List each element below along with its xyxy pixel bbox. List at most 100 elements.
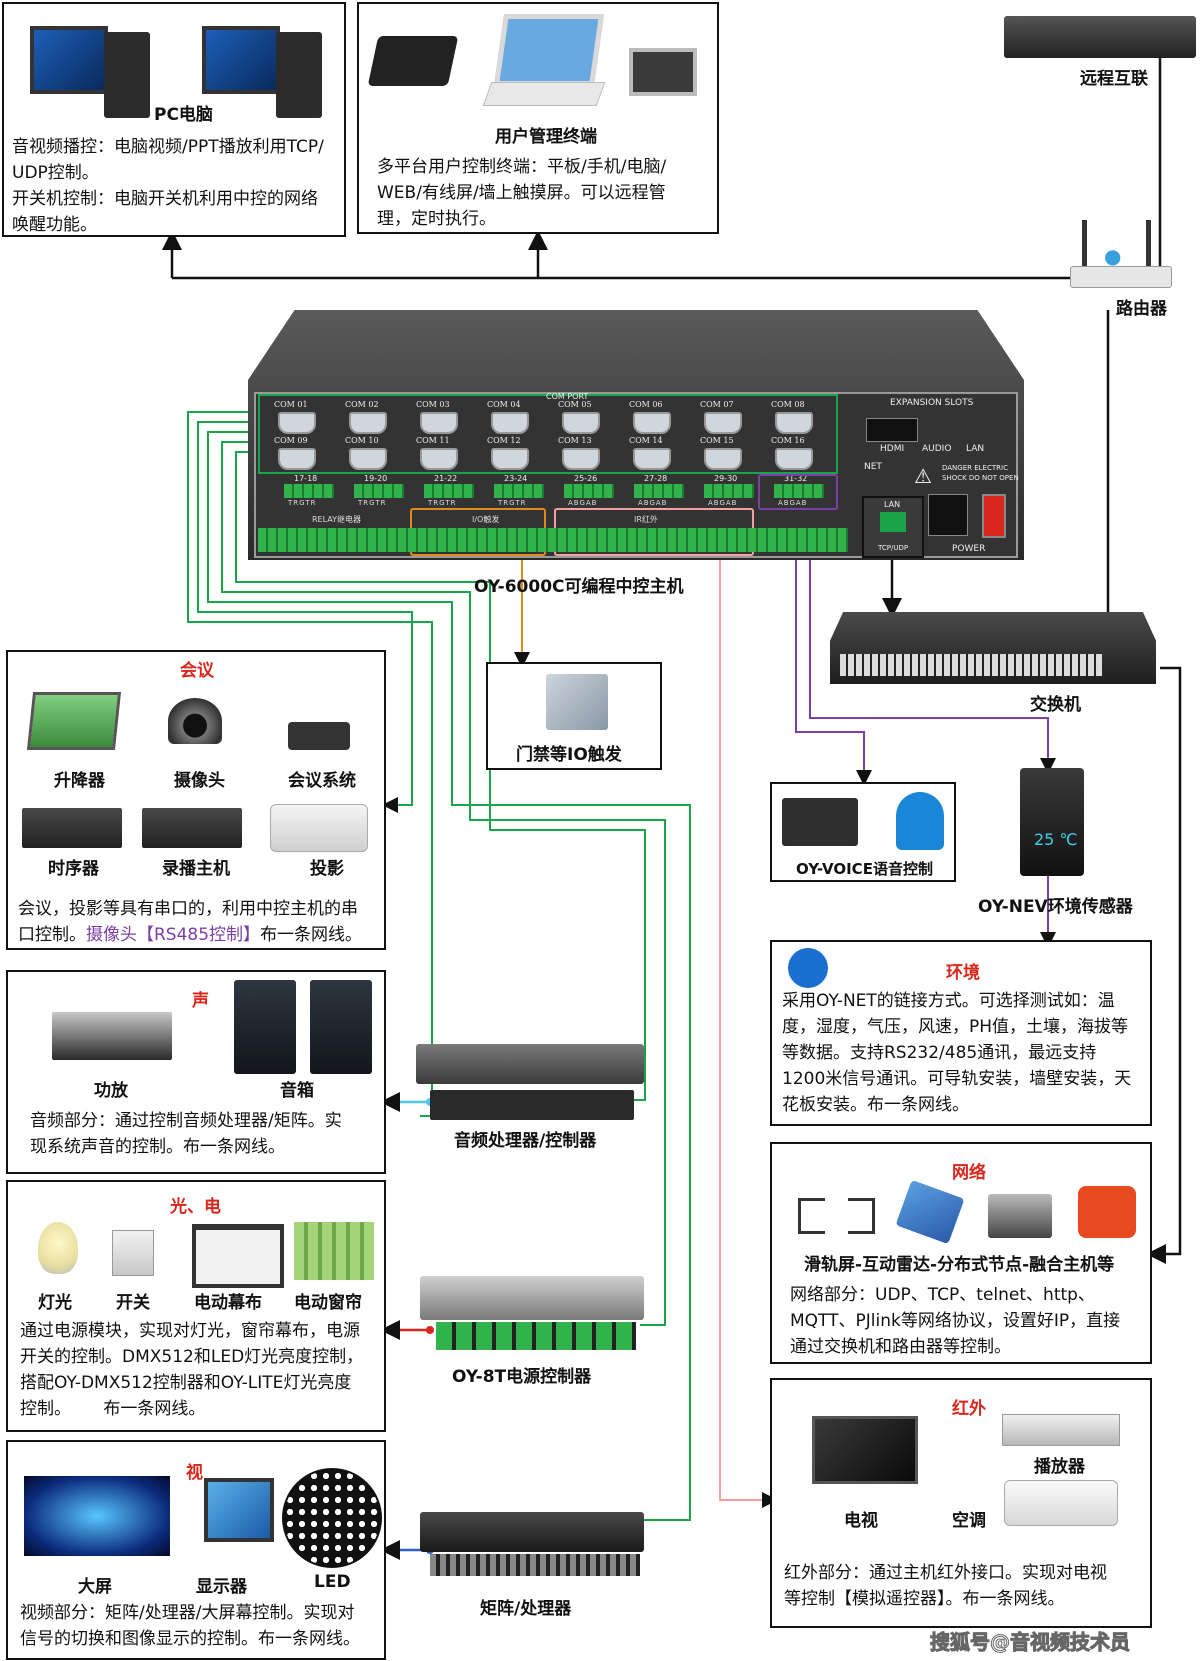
watermark: 搜狐号@音视频技术员 xyxy=(930,1630,1131,1655)
com-port-12: COM 12 xyxy=(475,436,541,470)
db9-port-icon xyxy=(562,412,600,434)
audio-processor-back-icon xyxy=(430,1090,634,1120)
com-port-label: COM 08 xyxy=(771,400,805,409)
light-item-screen: 电动幕布 xyxy=(194,1293,262,1313)
light-desc-line-2: 开关的控制。DMX512和LED灯光亮度控制， xyxy=(20,1347,364,1367)
terminal-block-icon xyxy=(774,484,824,498)
terminal-block-icon xyxy=(424,484,474,498)
env-desc-line-1: 采用OY-NET的链接方式。可选择测试如：温 xyxy=(782,991,1115,1011)
ir-label: IR红外 xyxy=(634,515,658,524)
meeting-desc-line-2: 口控制。摄像头【RS485控制】布一条网线。 xyxy=(18,922,362,948)
pc-desc-line-4: 唤醒功能。 xyxy=(12,215,97,235)
pc-desc-line-1: 音视频播控：电脑视频/PPT播放利用TCP/ xyxy=(12,137,324,157)
db9-port-icon xyxy=(420,448,458,470)
audio-processor-icon xyxy=(416,1044,644,1084)
danger-label: DANGER ELECTRIC xyxy=(942,464,1008,472)
matrix-back-icon xyxy=(430,1554,640,1576)
ir-item-aircon: 空调 xyxy=(952,1511,986,1531)
db9-port-icon xyxy=(562,448,600,470)
danger-label-2: SHOCK DO NOT OPEN xyxy=(942,474,1019,482)
com-port-4: COM 04 xyxy=(475,400,541,434)
com-port-2: COM 02 xyxy=(333,400,399,434)
door-label: 门禁等IO触发 xyxy=(516,745,622,765)
audio-processor-label: 音频处理器/控制器 xyxy=(454,1131,597,1151)
terminal-group-label: 23-24 xyxy=(504,474,528,483)
sound-item-speaker: 音箱 xyxy=(280,1081,314,1101)
player-icon xyxy=(1002,1414,1120,1446)
terminal-block-icon xyxy=(634,484,684,498)
meeting-item-recorder: 录播主机 xyxy=(162,859,230,879)
terminal-sub-label: ABGAB xyxy=(568,499,598,507)
lan-port-label: LAN xyxy=(884,500,901,509)
hdmi-label: HDMI xyxy=(880,444,905,454)
db9-port-icon xyxy=(278,412,316,434)
pc-panel: PC电脑 音视频播控：电脑视频/PPT播放利用TCP/ UDP控制。 开关机控制… xyxy=(2,2,346,237)
sound-desc-line-2: 现系统声音的控制。布一条网线。 xyxy=(30,1137,285,1157)
projector-icon xyxy=(270,804,368,852)
router-antenna-icon xyxy=(1082,220,1087,276)
power-controller-icon xyxy=(420,1276,644,1320)
power-switch-icon xyxy=(982,494,1006,538)
com-port-1: COM 01 xyxy=(262,400,328,434)
user-terminal-title: 用户管理终端 xyxy=(495,127,597,147)
db9-port-icon xyxy=(349,448,387,470)
rs485-region xyxy=(758,474,838,510)
env-panel: 环境 采用OY-NET的链接方式。可选择测试如：温 度，湿度，气压，风速，PH值… xyxy=(770,940,1152,1126)
pc-monitor-icon-2 xyxy=(202,26,280,94)
meeting-item-lifter: 升降器 xyxy=(54,771,105,791)
meeting-desc-camera-note: 摄像头【RS485控制】 xyxy=(86,925,261,945)
pc-desc-line-3: 开关机控制：电脑开关机利用中控的网络 xyxy=(12,189,318,209)
user-terminal-line-3: 理，定时执行。 xyxy=(377,209,496,229)
network-subtitle: 滑轨屏-互动雷达-分布式节点-融合主机等 xyxy=(804,1255,1115,1275)
laptop-base-icon xyxy=(482,82,606,106)
sound-desc-line-1: 音频部分：通过控制音频处理器/矩阵。实 xyxy=(30,1111,342,1131)
light-desc-line-1: 通过电源模块，实现对灯光，窗帘幕布，电源 xyxy=(20,1321,360,1341)
power-label: POWER xyxy=(952,544,986,554)
terminal-sub-label: TRGTR xyxy=(498,499,527,507)
ir-title: 红外 xyxy=(952,1399,986,1419)
terminal-group-label: 17-18 xyxy=(294,474,318,483)
led-panel-icon xyxy=(282,1468,382,1568)
com-port-label: COM 13 xyxy=(558,436,592,445)
voice-panel: OY-VOICE语音控制 xyxy=(770,782,956,882)
user-terminal-line-1: 多平台用户控制终端：平板/手机/电脑/ xyxy=(377,157,667,177)
remote-label: 远程互联 xyxy=(1080,69,1148,89)
light-item-switch: 开关 xyxy=(116,1293,150,1313)
meeting-item-conference: 会议系统 xyxy=(288,771,356,791)
terminal-sub-label: ABGAB xyxy=(708,499,738,507)
video-panel: 视 大屏 显示器 LED 视频部分：矩阵/处理器/大屏幕控制。实现对 信号的切换… xyxy=(6,1440,386,1660)
db9-port-icon xyxy=(775,412,813,434)
tcpudp-label: TCP/UDP xyxy=(878,544,909,552)
monitor-icon xyxy=(204,1478,274,1542)
screen-icon xyxy=(192,1224,284,1288)
meeting-desc-part-a: 口控制。 xyxy=(18,925,86,945)
ir-panel: 红外 播放器 电视 空调 红外部分：通过主机红外接口。实现对电视 等控制【模拟遥… xyxy=(770,1378,1152,1628)
io-label: I/O触发 xyxy=(472,515,500,524)
com-port-label: COM 06 xyxy=(629,400,663,409)
aircon-icon xyxy=(1004,1480,1118,1526)
com-port-6: COM 06 xyxy=(617,400,683,434)
com-port-11: COM 11 xyxy=(404,436,470,470)
video-title: 视 xyxy=(186,1463,203,1483)
audio-label: AUDIO xyxy=(922,444,952,454)
pc-tower-icon-2 xyxy=(276,32,322,118)
com-port-16: COM 16 xyxy=(759,436,825,470)
env-desc-line-4: 1200米信号通讯。可导轨安装，墙壁安装，天 xyxy=(782,1069,1132,1089)
satellite-icon xyxy=(895,1179,965,1245)
pc-tower-icon xyxy=(104,32,150,118)
sensor-label: OY-NEV环境传感器 xyxy=(978,897,1133,917)
light-item-lamp: 灯光 xyxy=(38,1293,72,1313)
video-item-bigscreen: 大屏 xyxy=(78,1577,112,1597)
com-port-label: COM 12 xyxy=(487,436,521,445)
network-title: 网络 xyxy=(952,1163,986,1183)
terminal-group-label: 25-26 xyxy=(574,474,598,483)
radar-icon-2 xyxy=(848,1198,875,1234)
network-desc-line-1: 网络部分：UDP、TCP、telnet、http、 xyxy=(790,1285,1095,1305)
network-desc-line-3: 通过交换机和路由器等控制。 xyxy=(790,1337,1011,1357)
env-desc-line-5: 花板安装。布一条网线。 xyxy=(782,1095,969,1115)
com-port-label: COM 04 xyxy=(487,400,521,409)
